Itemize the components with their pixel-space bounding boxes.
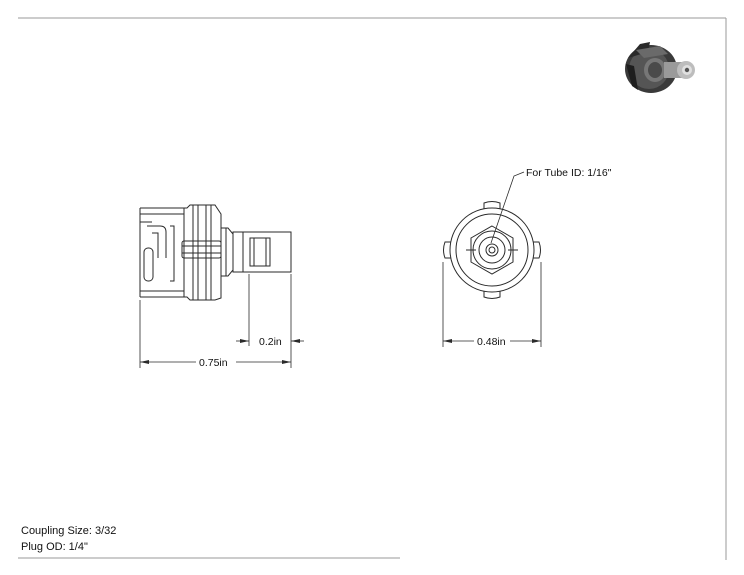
plug-od-note: Plug OD: 1/4": [21, 541, 88, 553]
end-view-arrowheads: [443, 339, 541, 343]
end-view: [443, 201, 541, 299]
dim-overall-length: 0.75in: [199, 357, 228, 369]
dimension-arrowheads: [140, 339, 300, 364]
sheet-border: [18, 17, 727, 560]
dim-plug-length: 0.2in: [259, 336, 282, 348]
side-view: [139, 204, 292, 301]
coupling-size-note: Coupling Size: 3/32: [21, 525, 117, 537]
tube-id-leader: [490, 171, 525, 244]
tube-id-callout: For Tube ID: 1/16": [526, 167, 612, 179]
side-view-dimensions: [139, 274, 304, 368]
dim-diameter: 0.48in: [477, 336, 506, 348]
end-view-dimensions: [442, 262, 542, 347]
coupling-3d-thumbnail-icon: [625, 42, 695, 93]
